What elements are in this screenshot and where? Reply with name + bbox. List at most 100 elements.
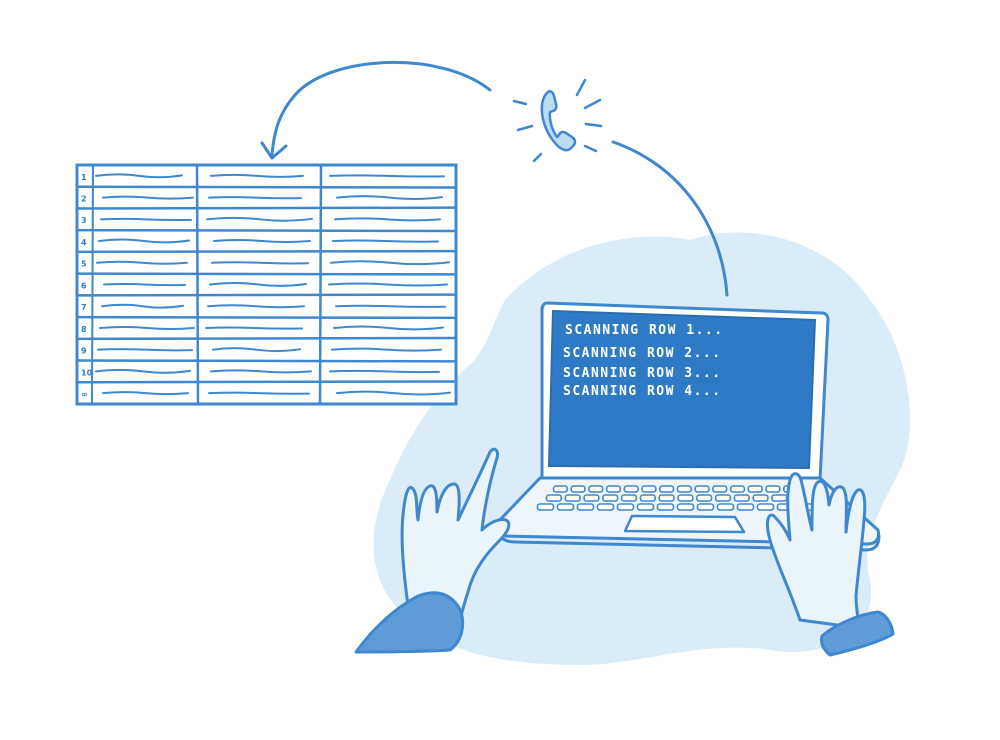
column-divider <box>318 164 323 405</box>
row-number: 8 <box>81 325 87 334</box>
keyboard-key <box>576 503 595 511</box>
keyboard-key <box>605 485 622 493</box>
keyboard-key <box>658 485 675 493</box>
spreadsheet-grid <box>76 164 457 405</box>
terminal-line-3: SCANNING ROW 3... <box>563 366 722 381</box>
right-hand-skin <box>765 472 867 630</box>
cell-scribble <box>210 369 312 374</box>
keyboard-key <box>729 485 746 493</box>
keyboard-key <box>658 494 675 502</box>
cell-scribble <box>207 304 305 309</box>
cell-scribble <box>331 347 442 352</box>
cell-scribble <box>102 195 194 200</box>
keyboard-key <box>588 485 604 493</box>
row-number: 4 <box>81 238 87 247</box>
cell-scribble <box>335 304 446 308</box>
phone-to-laptop-line <box>611 140 729 297</box>
keyboard-key <box>676 485 693 493</box>
row-divider <box>76 315 457 320</box>
cell-scribble <box>97 348 193 352</box>
cell-scribble <box>333 325 444 331</box>
left-hand-skin <box>400 447 511 622</box>
keyboard-key <box>636 503 655 511</box>
cell-scribble <box>334 217 441 222</box>
terminal-line-4: SCANNING ROW 4... <box>563 384 722 399</box>
keyboard-key <box>765 485 781 493</box>
cell-scribble <box>330 260 450 266</box>
cell-scribble <box>211 261 309 265</box>
cell-scribble <box>206 216 313 222</box>
cell-scribble <box>208 391 310 395</box>
cell-scribble <box>336 390 451 396</box>
keyboard-key <box>677 494 694 502</box>
row-number: 6 <box>81 281 87 290</box>
row-divider <box>76 206 457 210</box>
arrow-to-spreadsheet <box>270 61 492 157</box>
trackpad <box>623 514 746 534</box>
cell-scribble <box>101 303 184 309</box>
cell-scribble <box>102 391 189 396</box>
right-hand <box>765 472 895 657</box>
cell-scribble <box>205 326 303 330</box>
cell-scribble <box>332 239 439 243</box>
keyboard-key <box>596 503 615 511</box>
keyboard-key <box>716 503 735 511</box>
cell-scribble <box>96 260 188 265</box>
cell-scribble <box>208 196 302 200</box>
keyboard-key <box>641 485 657 493</box>
row-divider <box>76 249 457 254</box>
row-divider <box>76 272 457 276</box>
keyboard-key <box>695 494 713 502</box>
terminal-screen <box>547 309 817 470</box>
keyboard-key <box>733 494 750 502</box>
keyboard-key <box>583 494 600 502</box>
arrow-head <box>260 141 288 160</box>
row-number: 5 <box>81 260 87 269</box>
row-number: 7 <box>81 303 87 312</box>
row-divider <box>76 185 457 189</box>
keyboard-key <box>564 494 581 502</box>
cell-scribble <box>212 347 301 353</box>
cell-scribble <box>210 173 304 178</box>
row-number: 1 <box>81 173 87 182</box>
keyboard-key <box>602 494 619 502</box>
left-hand <box>354 447 511 654</box>
keyboard-key <box>736 503 755 511</box>
phone-icon <box>512 78 603 163</box>
spreadsheet-cell-scribbles <box>95 173 451 396</box>
row-number: 9 <box>81 347 87 356</box>
cell-scribble <box>103 283 186 287</box>
keyboard-key <box>656 503 675 511</box>
keyboard-key <box>756 503 775 511</box>
row-divider <box>76 380 457 384</box>
keyboard-key <box>620 494 638 502</box>
cell-scribble <box>336 195 443 200</box>
terminal-line-1: SCANNING ROW 1... <box>565 323 724 338</box>
cell-scribble <box>213 239 311 244</box>
keyboard-key <box>570 485 586 493</box>
keyboard-key <box>556 503 575 511</box>
row-number: ∞ <box>81 390 88 399</box>
keyboard-key <box>747 485 763 493</box>
keyboard-key <box>712 485 728 493</box>
right-sleeve <box>820 610 895 657</box>
row-divider <box>76 359 457 363</box>
keyboard-key <box>623 485 639 493</box>
left-sleeve <box>354 591 465 654</box>
row-number: 10 <box>81 368 93 377</box>
row-number: 3 <box>81 216 87 225</box>
cell-scribble <box>99 325 195 330</box>
cell-scribble <box>95 368 191 374</box>
row-divider <box>76 336 457 341</box>
cell-scribble <box>209 282 307 287</box>
column-divider <box>91 164 94 405</box>
cell-scribble <box>328 282 448 287</box>
keyboard-key <box>545 494 563 502</box>
keyboard-key <box>752 494 769 502</box>
cell-scribble <box>98 238 190 244</box>
row-divider <box>76 293 457 297</box>
keyboard-key <box>694 485 710 493</box>
